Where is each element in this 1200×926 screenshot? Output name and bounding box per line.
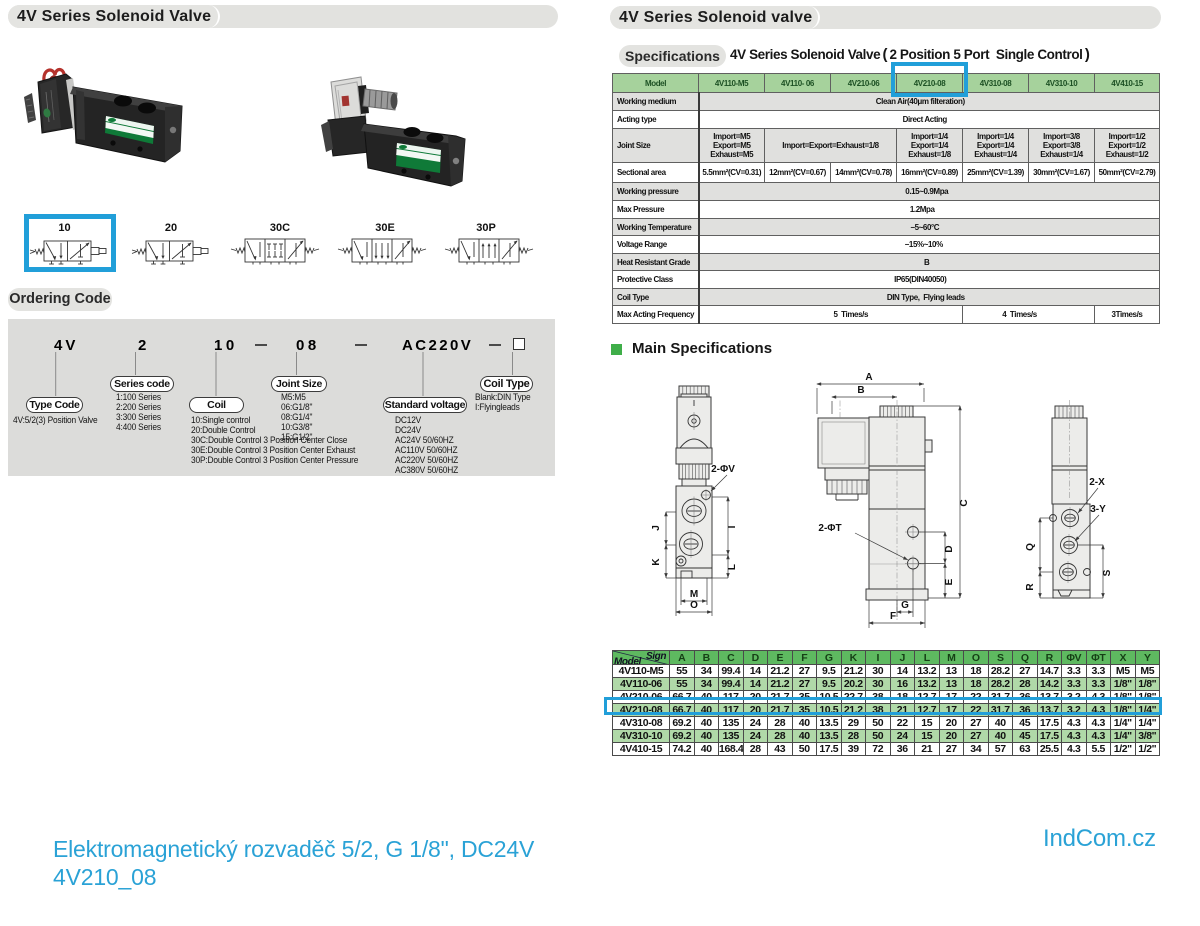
svg-text:J: J [651, 525, 662, 531]
svg-text:B: B [857, 385, 864, 396]
svg-text:D: D [944, 545, 955, 552]
svg-text:30P: 30P [476, 222, 496, 234]
svg-text:S: S [1102, 569, 1113, 576]
svg-text:30E: 30E [375, 222, 395, 234]
svg-text:20: 20 [165, 222, 177, 234]
svg-text:R: R [1025, 583, 1036, 591]
svg-text:I: I [727, 525, 738, 528]
svg-text:E: E [944, 578, 955, 585]
svg-text:A: A [865, 372, 872, 383]
svg-text:2-ΦT: 2-ΦT [818, 523, 841, 534]
svg-text:Sign: Sign [646, 651, 666, 662]
svg-text:3-Y: 3-Y [1090, 504, 1106, 515]
svg-text:G: G [901, 600, 909, 611]
svg-text:O: O [690, 600, 698, 611]
svg-text:2-X: 2-X [1089, 477, 1105, 488]
svg-text:F: F [890, 611, 896, 622]
svg-text:10: 10 [58, 222, 70, 234]
svg-text:Model: Model [614, 657, 642, 665]
svg-text:M: M [690, 589, 698, 600]
svg-text:30C: 30C [270, 222, 290, 234]
svg-text:Q: Q [1025, 543, 1036, 551]
svg-text:L: L [727, 564, 738, 570]
svg-text:2-ΦV: 2-ΦV [711, 464, 735, 475]
svg-text:K: K [651, 558, 662, 566]
svg-text:C: C [959, 499, 970, 506]
